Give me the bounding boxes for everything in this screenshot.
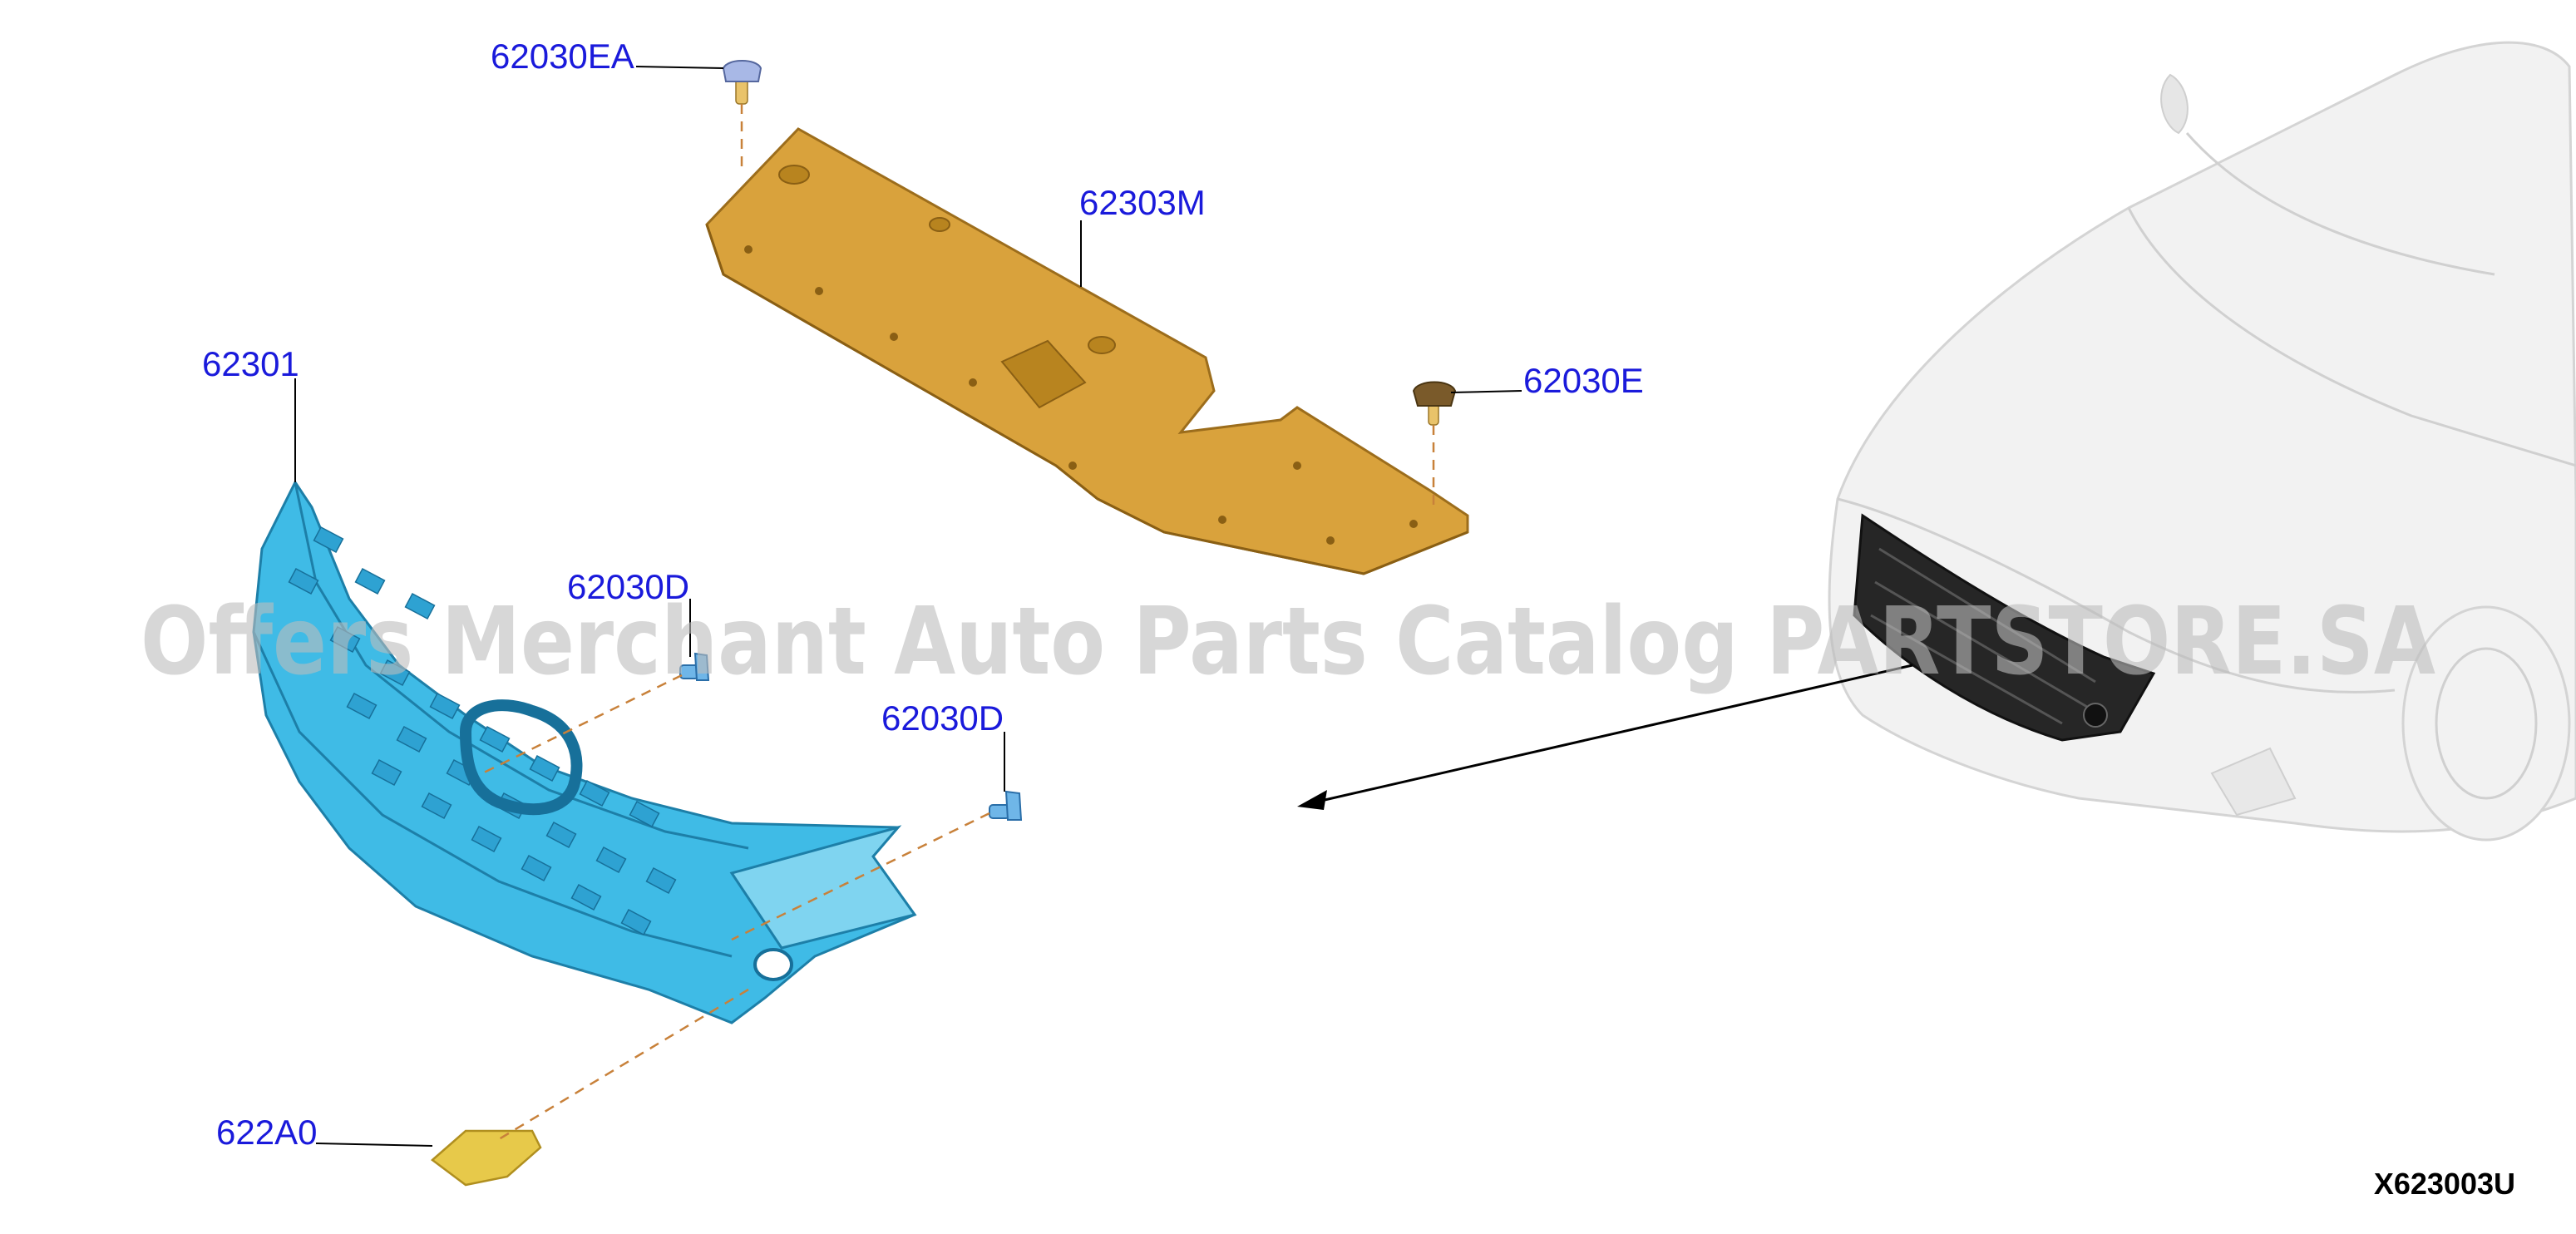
front-grille-part (252, 480, 917, 1024)
leader-lines (294, 66, 1522, 1147)
emblem-bracket-part (431, 1129, 542, 1187)
fastener-62030e (1412, 381, 1457, 426)
screw-62030d-left (679, 652, 710, 681)
grille-emblem-frame (459, 699, 583, 816)
part-label-62030ea[interactable]: 62030EA (491, 37, 634, 76)
fastener-62030ea (722, 60, 762, 105)
pointer-arrow (1297, 664, 1913, 810)
part-label-62030d-right[interactable]: 62030D (881, 698, 1004, 738)
grille-location-highlight (1853, 513, 2156, 742)
part-label-622a0[interactable]: 622A0 (216, 1113, 317, 1152)
diagram-code: X623003U (2374, 1167, 2515, 1201)
screw-62030d-right (989, 790, 1023, 821)
part-label-62303m[interactable]: 62303M (1079, 183, 1206, 222)
part-label-62301[interactable]: 62301 (202, 344, 299, 383)
upper-cover-part (705, 127, 1469, 575)
watermark-text: Offers Merchant Auto Parts Catalog PARTS… (141, 588, 2435, 696)
part-label-62030d-left[interactable]: 62030D (567, 567, 689, 606)
vehicle-reference-illustration (1828, 41, 2576, 842)
assembly-lines (481, 104, 1435, 1141)
part-label-62030e[interactable]: 62030E (1523, 361, 1644, 400)
